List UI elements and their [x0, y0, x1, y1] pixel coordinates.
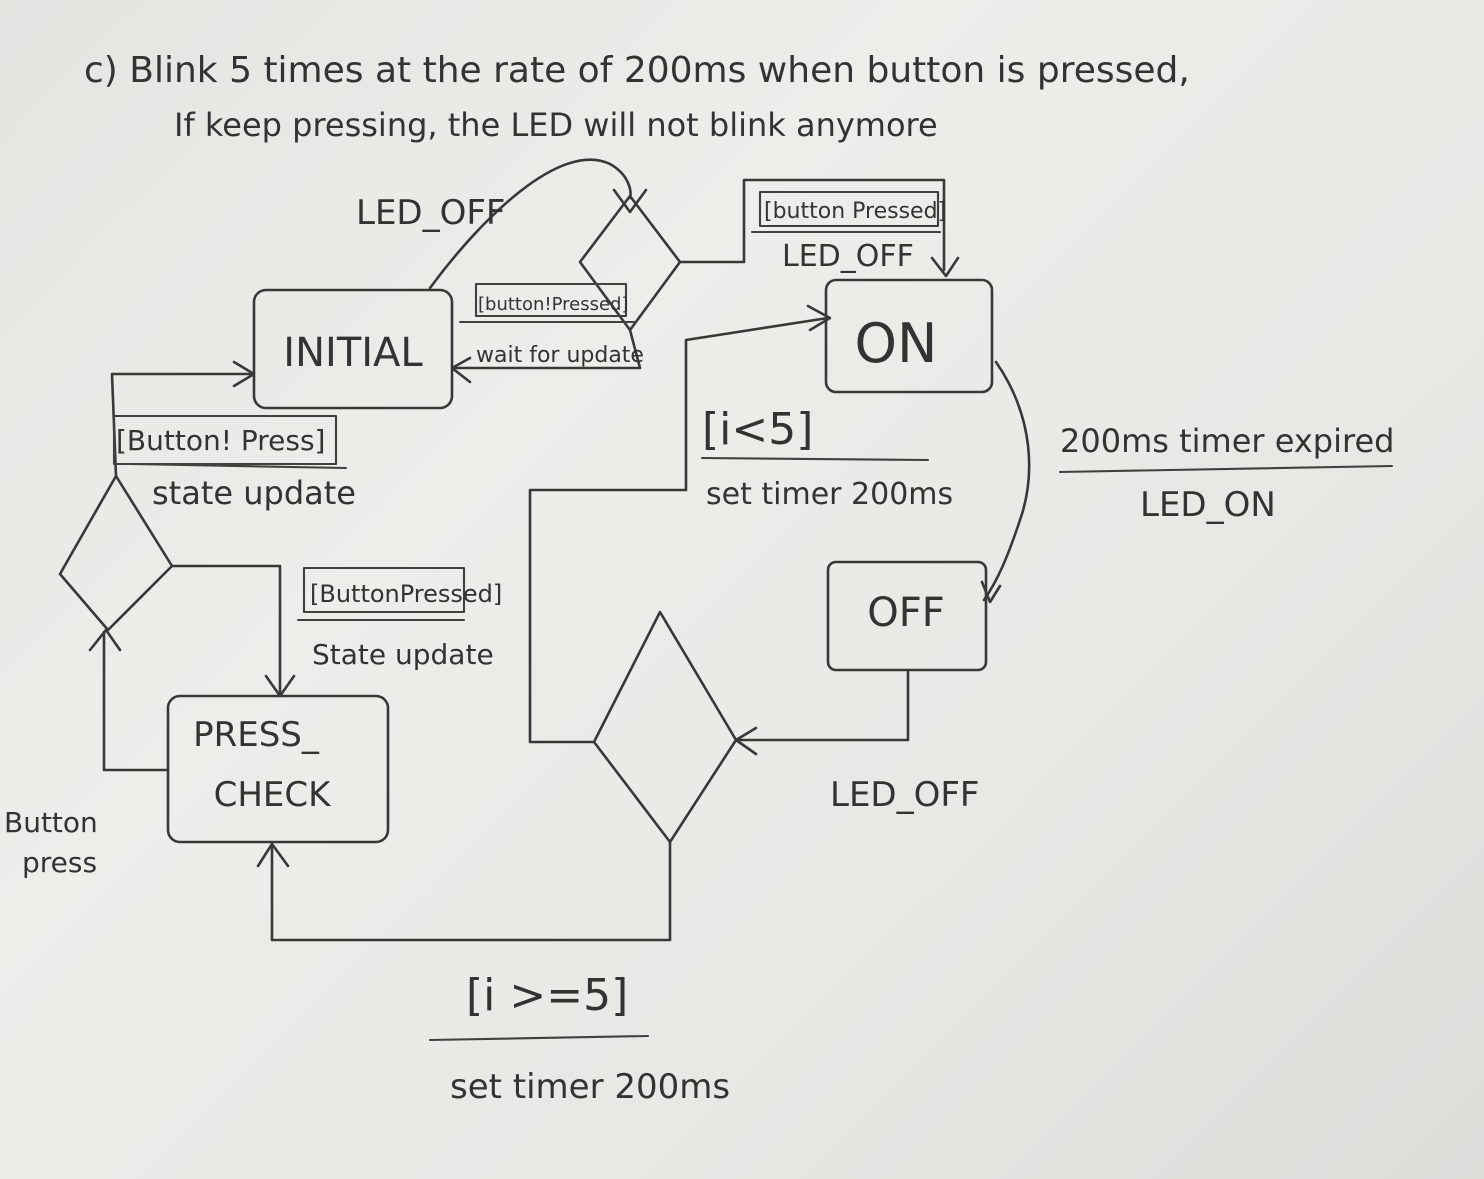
- arrowhead-initial-right: [450, 356, 472, 384]
- guard-box-initial: [474, 282, 628, 318]
- transition-diamond-bottom-to-press-check: [270, 840, 672, 942]
- label-on-action: LED_OFF: [782, 239, 914, 274]
- event-underline-on-off: [1058, 464, 1394, 474]
- decision-diamond-left: [58, 474, 174, 632]
- state-on: ON: [824, 278, 994, 394]
- transition-initial-to-diamond-top: [428, 158, 632, 290]
- state-off: OFF: [826, 560, 988, 672]
- state-initial: INITIAL: [252, 288, 454, 410]
- arrowhead-diamond-left-bottom: [88, 628, 122, 652]
- label-top-loop-action: LED_OFF: [356, 193, 505, 233]
- label-on-to-off-event: 200ms timer expired: [1060, 422, 1394, 460]
- state-on-label: ON: [855, 312, 938, 375]
- arrowhead-diamond-top: [612, 188, 648, 214]
- arrowhead-on-left: [806, 304, 832, 332]
- guard-underline-exit: [428, 1034, 650, 1042]
- state-initial-label: INITIAL: [283, 330, 423, 376]
- arrowhead-on-top: [930, 256, 960, 278]
- transition-diamond-bottom-to-on: [528, 316, 830, 744]
- transition-off-to-diamond-bottom: [736, 670, 910, 742]
- transition-diamond-to-on: [678, 178, 946, 272]
- state-press-check: PRESS_ CHECK: [166, 694, 390, 844]
- transition-diamond-to-initial: [452, 328, 642, 370]
- guard-underline-left: [128, 462, 348, 470]
- label-mid-action: State update: [312, 638, 494, 671]
- guard-box-mid: [302, 566, 466, 614]
- state-press-check-label-2: CHECK: [214, 775, 333, 815]
- arrowhead-diamond-bottom: [734, 726, 758, 756]
- label-off-exit-action: LED_OFF: [830, 775, 979, 815]
- label-start-line-2: press: [22, 846, 97, 879]
- guard-box-left: [112, 414, 338, 466]
- arrowhead-initial-left: [232, 360, 256, 388]
- transition-diamond-left-to-press-check: [170, 564, 282, 696]
- state-press-check-label-1: PRESS_: [193, 715, 320, 755]
- label-start-line-1: Button: [4, 806, 98, 839]
- guard-underline-loop: [700, 456, 930, 462]
- task-line-1: c) Blink 5 times at the rate of 200ms wh…: [84, 50, 1190, 91]
- label-exit-action: set timer 200ms: [450, 1067, 730, 1107]
- label-loop-action: set timer 200ms: [706, 477, 953, 512]
- label-initial-guard: [button!Pressed]: [478, 294, 629, 315]
- label-loop-guard: [i<5]: [702, 404, 813, 455]
- arrowhead-press-check-bottom: [256, 842, 290, 868]
- label-left-action: state update: [152, 474, 356, 512]
- label-on-to-off-action: LED_ON: [1140, 485, 1276, 525]
- transition-on-to-off: [982, 360, 1031, 602]
- task-line-2: If keep pressing, the LED will not blink…: [174, 106, 938, 144]
- label-exit-guard: [i >=5]: [466, 970, 628, 1021]
- transition-press-check-to-diamond-left: [102, 630, 170, 772]
- label-left-guard: [Button! Press]: [116, 424, 325, 457]
- label-mid-guard: [ButtonPressed]: [310, 580, 502, 608]
- label-on-guard: [button Pressed]: [764, 199, 946, 224]
- arrowhead-off-right: [980, 580, 1002, 604]
- decision-diamond-bottom: [592, 610, 738, 844]
- state-off-label: OFF: [867, 590, 945, 636]
- guard-box-on: [758, 190, 940, 228]
- label-initial-action: wait for update: [476, 343, 644, 368]
- arrowhead-press-check-top: [264, 674, 296, 698]
